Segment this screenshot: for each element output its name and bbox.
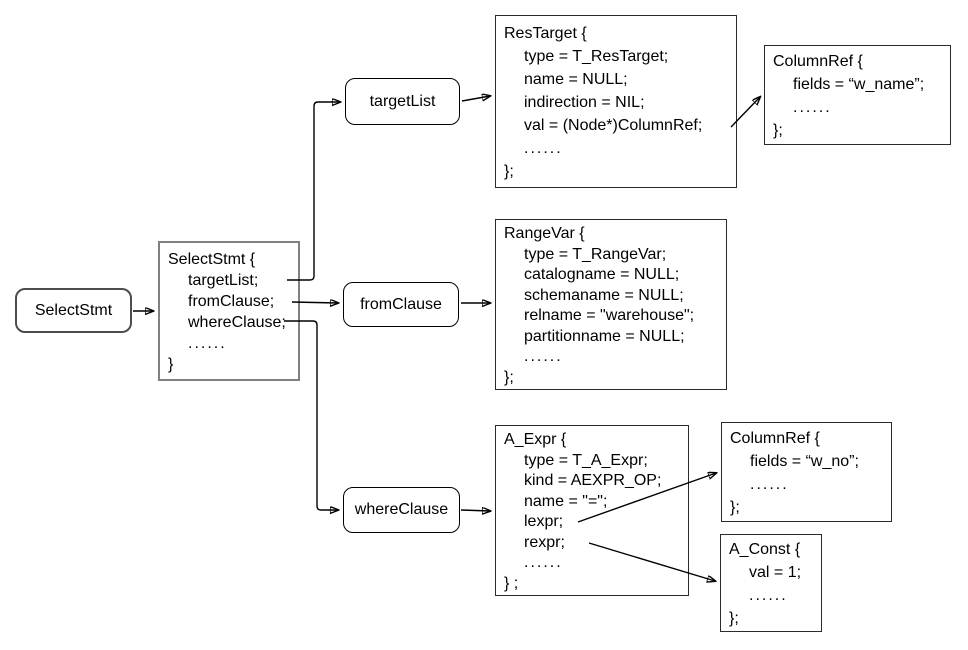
struct-field: schemaname = NULL; bbox=[524, 286, 684, 304]
arrow-whereclause-node-to-aexpr bbox=[460, 510, 490, 511]
struct-field: indirection = NIL; bbox=[524, 94, 645, 111]
node-targetlist-label: targetList bbox=[369, 92, 436, 110]
node-fromclause-label: fromClause bbox=[360, 295, 442, 313]
columnref-wname-struct-box: ColumnRef { fields = “w_name”; ...... }; bbox=[764, 45, 951, 145]
struct-title: SelectStmt { bbox=[168, 251, 256, 268]
struct-field-lexpr: lexpr; bbox=[524, 513, 564, 530]
struct-field: name = NULL; bbox=[524, 71, 628, 88]
struct-close: } bbox=[168, 356, 174, 373]
struct-close: }; bbox=[773, 122, 783, 139]
struct-field: name = "="; bbox=[524, 492, 608, 510]
columnref-wno-struct-box: ColumnRef { fields = “w_no”; ...... }; bbox=[721, 422, 892, 522]
struct-field: targetList; bbox=[188, 272, 259, 289]
struct-field: fields = “w_name”; bbox=[793, 76, 925, 93]
struct-title: ResTarget { bbox=[504, 25, 587, 42]
struct-close: }; bbox=[504, 163, 514, 180]
struct-close: }; bbox=[504, 368, 514, 386]
node-whereclause-label: whereClause bbox=[354, 501, 449, 518]
aexpr-struct-box: A_Expr { type = T_A_Expr; kind = AEXPR_O… bbox=[495, 425, 689, 596]
node-fromclause: fromClause bbox=[343, 282, 459, 327]
struct-ellipsis: ...... bbox=[793, 99, 832, 116]
struct-field: catalogname = NULL; bbox=[524, 266, 680, 283]
node-selectstmt: SelectStmt bbox=[15, 288, 132, 333]
struct-field: whereClause; bbox=[188, 314, 286, 331]
aconst-struct-box: A_Const { val = 1; ...... }; bbox=[720, 534, 822, 632]
struct-title: A_Const { bbox=[729, 541, 801, 558]
struct-field: relname = "warehouse"; bbox=[524, 307, 695, 324]
node-selectstmt-label: SelectStmt bbox=[34, 301, 113, 319]
struct-field: fields = “w_no”; bbox=[750, 453, 859, 470]
struct-title: ColumnRef { bbox=[730, 430, 820, 447]
struct-close: } ; bbox=[504, 574, 519, 592]
struct-ellipsis: ...... bbox=[524, 348, 563, 365]
struct-ellipsis: ...... bbox=[750, 476, 789, 493]
struct-close: }; bbox=[729, 610, 739, 627]
struct-field: fromClause; bbox=[188, 293, 275, 310]
restarget-struct-box: ResTarget { type = T_ResTarget; name = N… bbox=[495, 15, 737, 188]
struct-field: kind = AEXPR_OP; bbox=[524, 472, 662, 489]
arrow-targetlist-node-to-restarget bbox=[461, 96, 490, 102]
struct-field: val = (Node*)ColumnRef; bbox=[524, 117, 703, 134]
struct-ellipsis: ...... bbox=[749, 587, 788, 604]
node-targetlist: targetList bbox=[345, 78, 460, 125]
struct-field: type = T_RangeVar; bbox=[524, 245, 667, 263]
struct-field-rexpr: rexpr; bbox=[524, 533, 565, 551]
node-whereclause: whereClause bbox=[343, 487, 460, 533]
rangevar-struct-box: RangeVar { type = T_RangeVar; catalognam… bbox=[495, 219, 727, 390]
struct-close: }; bbox=[730, 499, 740, 516]
struct-field: type = T_ResTarget; bbox=[524, 48, 669, 65]
struct-ellipsis: ...... bbox=[524, 554, 563, 571]
struct-field: partitionname = NULL; bbox=[524, 327, 685, 345]
selectstmt-struct-box: SelectStmt { targetList; fromClause; whe… bbox=[158, 241, 300, 381]
struct-title: ColumnRef { bbox=[773, 53, 863, 70]
struct-title: A_Expr { bbox=[504, 431, 567, 448]
struct-field: val = 1; bbox=[749, 564, 802, 581]
struct-field: type = T_A_Expr; bbox=[524, 451, 648, 469]
struct-title: RangeVar { bbox=[504, 225, 585, 242]
struct-ellipsis: ...... bbox=[188, 335, 227, 352]
struct-ellipsis: ...... bbox=[524, 140, 563, 157]
